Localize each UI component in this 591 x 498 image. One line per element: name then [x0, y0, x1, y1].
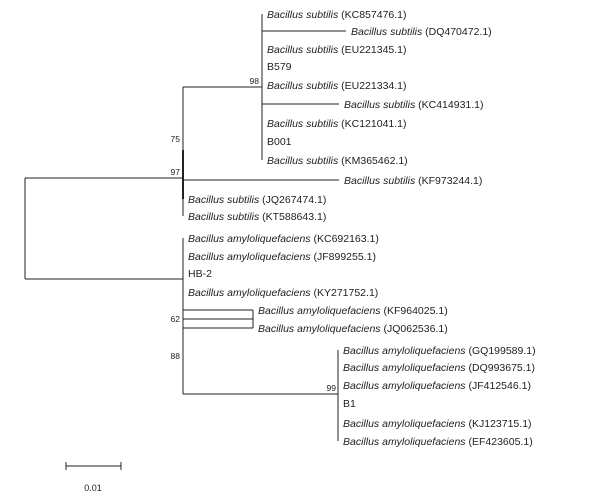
tip-accession: (KC414931.1): [418, 99, 483, 111]
tip-accession: (KM365462.1): [341, 155, 408, 167]
tip-accession: (JF412546.1): [468, 380, 530, 392]
tip-species-name: Bacillus amyloliquefaciens: [343, 418, 468, 430]
tip-accession: B001: [267, 136, 292, 148]
tip-species-name: Bacillus amyloliquefaciens: [258, 323, 383, 335]
bootstrap-value: 98: [250, 76, 260, 86]
tip-label: Bacillus amyloliquefaciens (GQ199589.1): [343, 345, 536, 357]
tip-label: Bacillus amyloliquefaciens (JQ062536.1): [258, 323, 448, 335]
tip-accession: B579: [267, 61, 292, 73]
tip-species-name: Bacillus amyloliquefaciens: [188, 251, 313, 263]
tip-species-name: Bacillus subtilis: [267, 9, 341, 21]
tip-accession: (EF423605.1): [468, 436, 532, 448]
tip-label: Bacillus amyloliquefaciens (JF412546.1): [343, 380, 531, 392]
tip-label: Bacillus amyloliquefaciens (KY271752.1): [188, 287, 378, 299]
tip-species-name: Bacillus subtilis: [351, 26, 425, 38]
tip-species-name: Bacillus subtilis: [344, 175, 418, 187]
tip-species-name: Bacillus subtilis: [344, 99, 418, 111]
tip-label: Bacillus subtilis (KF973244.1): [344, 175, 482, 187]
tip-accession: (EU221345.1): [341, 44, 406, 56]
tip-accession: (DQ470472.1): [425, 26, 492, 38]
tip-label: Bacillus amyloliquefaciens (JF899255.1): [188, 251, 376, 263]
tip-label: B579: [267, 61, 292, 73]
tip-label: HB-2: [188, 268, 212, 280]
bootstrap-value: 97: [171, 167, 181, 177]
tree-branches: [24, 14, 346, 441]
tip-accession: (KT588643.1): [262, 211, 326, 223]
tip-accession: (EU221334.1): [341, 80, 406, 92]
tip-species-name: Bacillus amyloliquefaciens: [343, 436, 468, 448]
tip-label: Bacillus subtilis (EU221345.1): [267, 44, 407, 56]
tip-accession: HB-2: [188, 268, 212, 280]
tip-label: Bacillus subtilis (KC414931.1): [344, 99, 484, 111]
tip-accession: (JQ267474.1): [262, 194, 326, 206]
tip-accession: B1: [343, 398, 356, 410]
tip-accession: (KC121041.1): [341, 118, 406, 130]
tip-species-name: Bacillus amyloliquefaciens: [188, 233, 313, 245]
tip-species-name: Bacillus amyloliquefaciens: [258, 305, 383, 317]
bootstrap-value: 99: [327, 383, 337, 393]
tip-accession: (JF899255.1): [313, 251, 375, 263]
tip-label: Bacillus amyloliquefaciens (DQ993675.1): [343, 362, 535, 374]
tip-label: B001: [267, 136, 292, 148]
tip-accession: (GQ199589.1): [468, 345, 535, 357]
scale-bar: 0.01: [65, 462, 122, 493]
tip-species-name: Bacillus amyloliquefaciens: [343, 345, 468, 357]
bootstrap-value: 88: [171, 351, 181, 361]
tip-species-name: Bacillus subtilis: [267, 44, 341, 56]
tip-label: Bacillus subtilis (KC857476.1): [267, 9, 407, 21]
tip-label: Bacillus subtilis (KM365462.1): [267, 155, 408, 167]
tip-label: Bacillus subtilis (EU221334.1): [267, 80, 407, 92]
tip-label: Bacillus amyloliquefaciens (KJ123715.1): [343, 418, 532, 430]
tip-label: Bacillus subtilis (KC121041.1): [267, 118, 407, 130]
tip-accession: (JQ062536.1): [383, 323, 447, 335]
tip-label: Bacillus subtilis (JQ267474.1): [188, 194, 326, 206]
bootstrap-value: 75: [171, 134, 181, 144]
tip-accession: (KF973244.1): [418, 175, 482, 187]
bootstrap-value: 62: [171, 314, 181, 324]
tip-label: Bacillus amyloliquefaciens (EF423605.1): [343, 436, 533, 448]
tip-species-name: Bacillus subtilis: [267, 155, 341, 167]
tip-species-name: Bacillus subtilis: [188, 211, 262, 223]
tip-accession: (KC857476.1): [341, 9, 406, 21]
tip-accession: (KY271752.1): [313, 287, 378, 299]
tip-species-name: Bacillus amyloliquefaciens: [343, 362, 468, 374]
scale-bar-label: 0.01: [84, 483, 102, 493]
tip-species-name: Bacillus subtilis: [188, 194, 262, 206]
tip-accession: (KJ123715.1): [468, 418, 531, 430]
bootstrap-values: 98 75 97 62 88 99: [171, 76, 337, 393]
tip-label: Bacillus amyloliquefaciens (KC692163.1): [188, 233, 379, 245]
tip-label: Bacillus subtilis (KT588643.1): [188, 211, 326, 223]
tip-species-name: Bacillus amyloliquefaciens: [343, 380, 468, 392]
tip-species-name: Bacillus subtilis: [267, 80, 341, 92]
tip-accession: (KF964025.1): [383, 305, 447, 317]
tip-label: Bacillus amyloliquefaciens (KF964025.1): [258, 305, 448, 317]
tip-labels: Bacillus subtilis (KC857476.1)Bacillus s…: [188, 9, 536, 448]
tip-species-name: Bacillus amyloliquefaciens: [188, 287, 313, 299]
tip-species-name: Bacillus subtilis: [267, 118, 341, 130]
tip-label: Bacillus subtilis (DQ470472.1): [351, 26, 492, 38]
tip-accession: (DQ993675.1): [468, 362, 535, 374]
tip-accession: (KC692163.1): [313, 233, 378, 245]
tip-label: B1: [343, 398, 356, 410]
